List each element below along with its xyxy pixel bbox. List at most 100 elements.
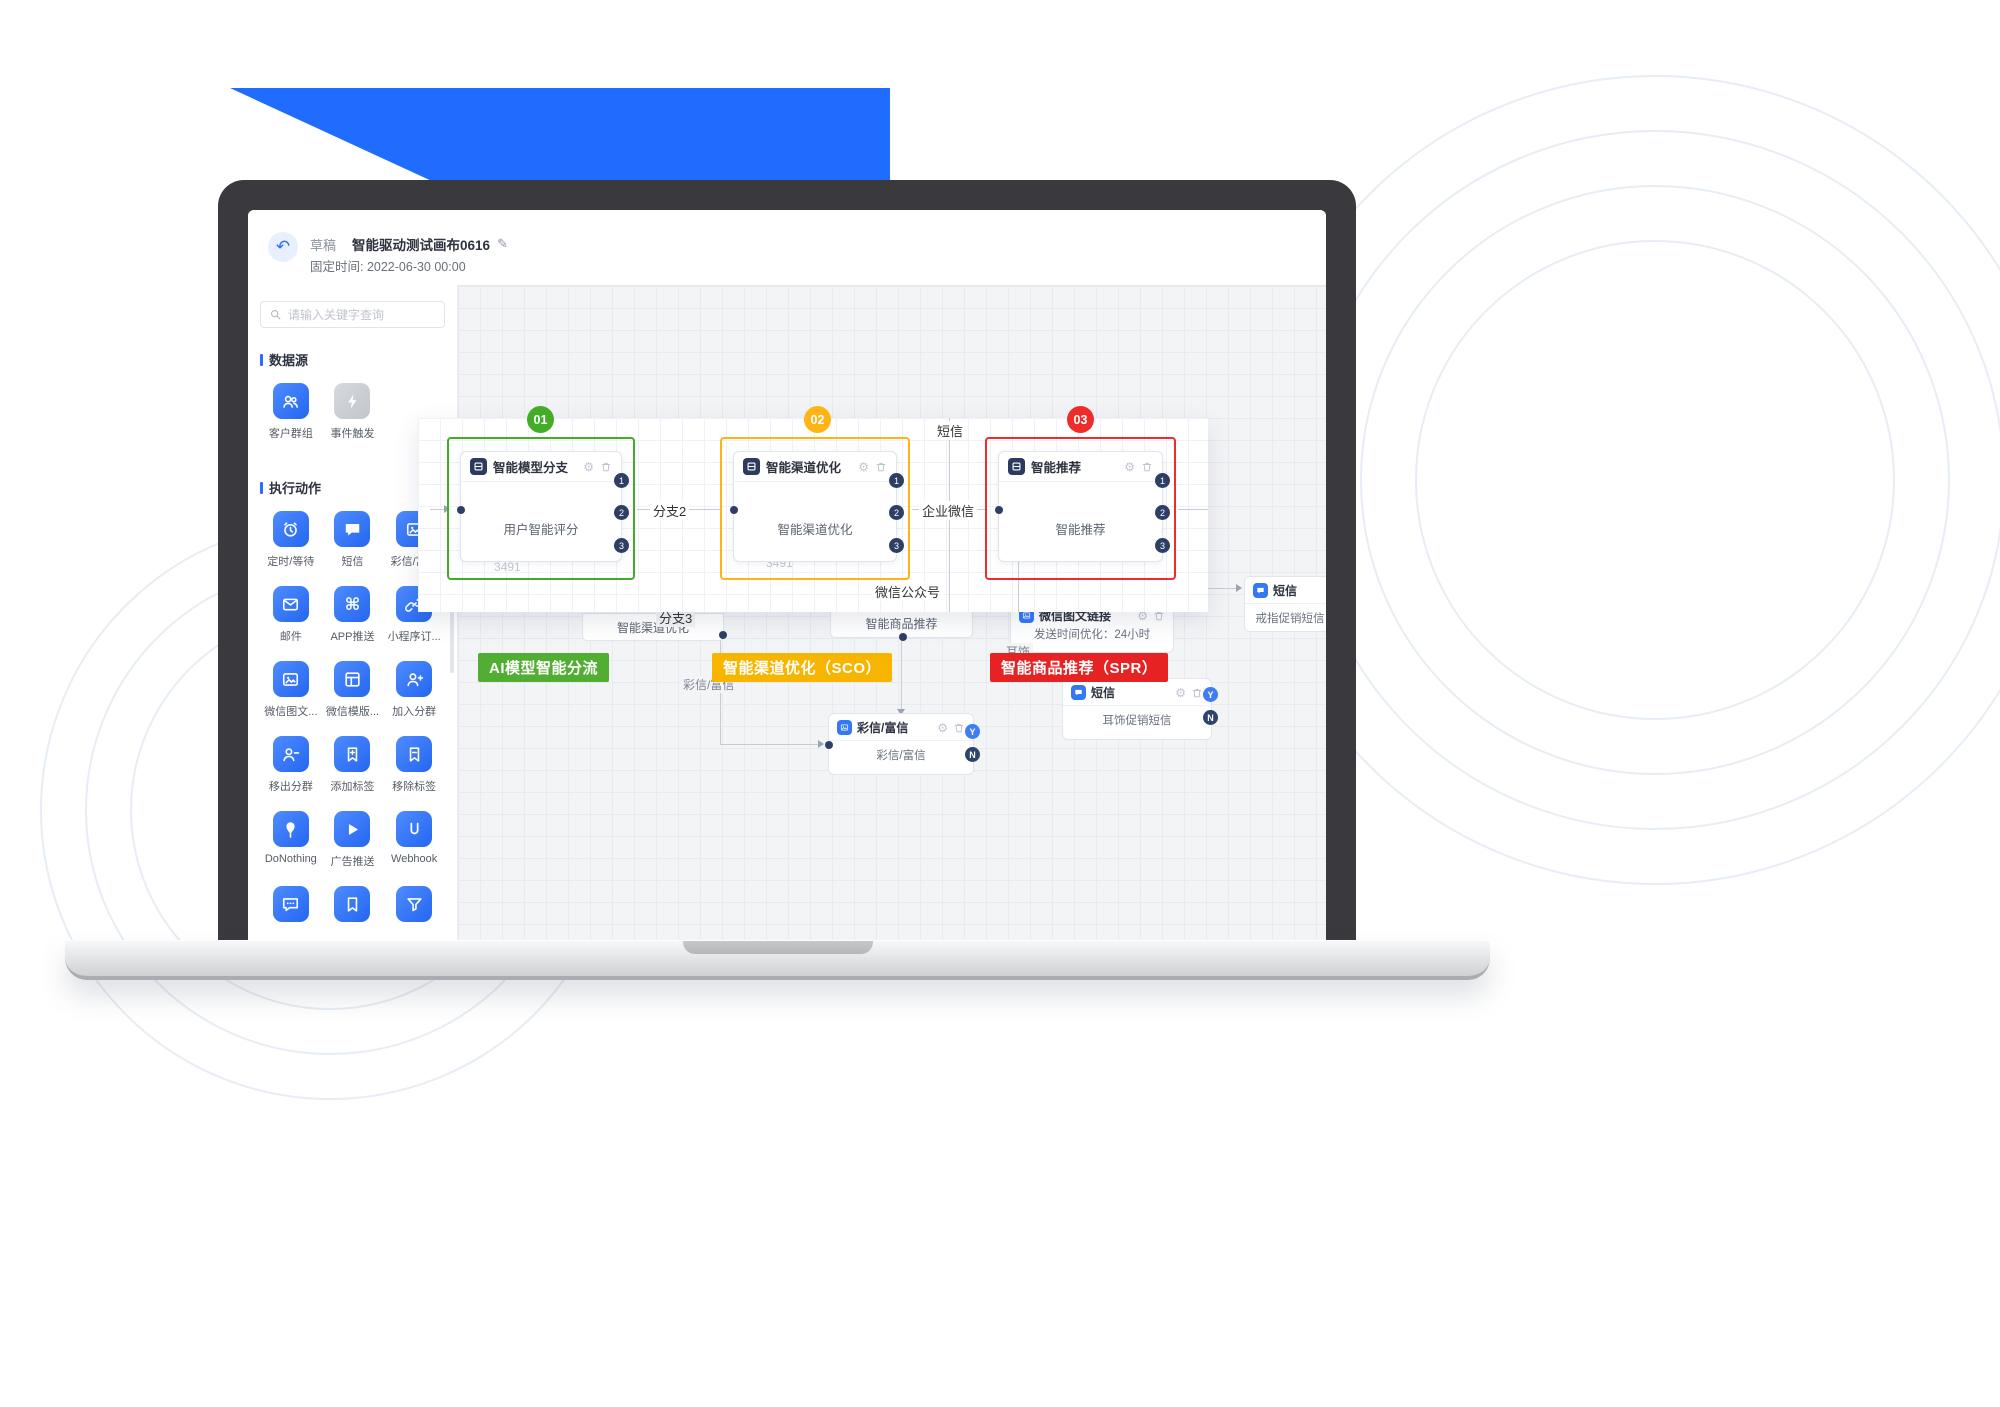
port-dot[interactable] (825, 741, 833, 749)
output-port-3[interactable]: 3 (1155, 538, 1170, 553)
trash-icon[interactable] (953, 722, 965, 734)
canvas-title: 智能驱动测试画布0616 (352, 238, 491, 253)
arrowhead (897, 709, 905, 719)
action-webhook[interactable]: Webhook (385, 811, 443, 866)
wire-label-sms: 短信 (934, 421, 967, 440)
output-port-1[interactable]: 1 (614, 473, 629, 488)
highlight-frame-spr: 智能推荐 ⚙ 智能推荐 1 2 3 (985, 437, 1176, 580)
output-port-3[interactable]: 3 (614, 538, 629, 553)
port-yes[interactable]: Y (965, 724, 980, 739)
draft-status-label: 草稿 (310, 237, 337, 253)
faded-stat: 3491 (494, 560, 521, 574)
gear-icon[interactable]: ⚙ (1137, 608, 1148, 623)
output-port-2[interactable]: 2 (614, 505, 629, 520)
node-spr[interactable]: 智能推荐 ⚙ 智能推荐 1 2 3 (995, 451, 1170, 562)
output-port-3[interactable]: 3 (889, 538, 904, 553)
search-icon (269, 308, 282, 321)
trash-icon[interactable] (600, 461, 612, 473)
node-sco[interactable]: 智能渠道优化 ⚙ 智能渠道优化 1 2 3 (730, 451, 904, 562)
port-no[interactable]: N (1203, 710, 1218, 725)
app-push-icon: ⌘ (334, 586, 371, 622)
source-customer-group[interactable]: 客户群组 (262, 383, 320, 438)
pin-icon (272, 811, 309, 847)
back-icon: ↶ (275, 237, 291, 256)
output-port-1[interactable]: 1 (1155, 473, 1170, 488)
arrowhead (818, 740, 828, 748)
laptop-base (65, 940, 1490, 980)
gear-icon[interactable]: ⚙ (1175, 685, 1186, 700)
wechat-article-icon (272, 661, 309, 697)
action-wechat-article[interactable]: 微信图文... (262, 661, 320, 716)
timer-icon (272, 511, 309, 547)
node-sms-ear[interactable]: 短信 ⚙ 耳饰促销短信 Y N (1062, 678, 1218, 740)
arrowhead (1236, 584, 1246, 592)
data-source-grid: 客户群组 事件触发 (260, 383, 445, 438)
sms-icon (1071, 685, 1086, 700)
join-group-icon (396, 661, 433, 697)
ad-push-icon (334, 811, 371, 847)
action-wechat-template[interactable]: 微信模版... (323, 661, 381, 716)
output-port-1[interactable]: 1 (889, 473, 904, 488)
flow-canvas[interactable]: 智能渠道优化 分支3 智能商品推荐 微信图文链接 ⚙ (458, 285, 1326, 940)
mail-icon (272, 586, 309, 622)
users-icon (272, 383, 309, 419)
back-button[interactable]: ↶ (268, 232, 298, 262)
gear-icon[interactable]: ⚙ (937, 720, 948, 735)
action-ad-push[interactable]: 广告推送 (323, 811, 381, 866)
action-mail[interactable]: 邮件 (262, 586, 320, 641)
node-mms[interactable]: 彩信/富信 ⚙ 彩信/富信 Y N (825, 713, 980, 775)
mms-icon (837, 720, 852, 735)
app-header: ↶ 草稿 智能驱动测试画布0616 ✎ 固定时间: 2022-06-30 00:… (248, 210, 1326, 285)
action-add-tag[interactable]: 添加标签 (323, 736, 381, 791)
fixed-time-label: 固定时间: 2022-06-30 00:00 (310, 260, 466, 274)
event-trigger-icon (334, 383, 371, 419)
output-port-2[interactable]: 2 (889, 505, 904, 520)
connector-line (1206, 588, 1238, 589)
action-filter[interactable] (385, 886, 443, 940)
sidebar-scrollbar[interactable] (450, 553, 454, 673)
node-spr-partial[interactable]: 智能商品推荐 (830, 608, 973, 641)
caption-sco: 智能渠道优化（SCO） (712, 653, 893, 682)
gear-icon[interactable]: ⚙ (583, 459, 594, 474)
action-do-nothing[interactable]: DoNothing (262, 811, 320, 866)
input-port[interactable] (457, 506, 465, 514)
action-remove-group[interactable]: 移出分群 (262, 736, 320, 791)
action-chat[interactable] (262, 886, 320, 940)
gear-icon[interactable]: ⚙ (1124, 459, 1135, 474)
step-badge-3: 03 (1067, 406, 1094, 433)
trash-icon[interactable] (875, 461, 887, 473)
action-sms[interactable]: 短信 (323, 511, 381, 566)
section-title-data-source: 数据源 (260, 350, 445, 369)
search-input[interactable] (288, 307, 436, 322)
add-tag-icon (334, 736, 371, 772)
action-timer[interactable]: 定时/等待 (262, 511, 320, 566)
wire-label-branch3: 分支3 (656, 608, 696, 627)
action-remove-tag[interactable]: 移除标签 (385, 736, 443, 791)
input-port[interactable] (995, 506, 1003, 514)
trash-icon[interactable] (1141, 461, 1153, 473)
remove-tag-icon (396, 736, 433, 772)
node-model-branch[interactable]: 智能模型分支 ⚙ 用户智能评分 1 2 3 (457, 451, 629, 562)
action-join-group[interactable]: 加入分群 (385, 661, 443, 716)
trash-icon[interactable] (1191, 687, 1203, 699)
input-port[interactable] (730, 506, 738, 514)
edit-title-icon[interactable]: ✎ (497, 236, 508, 251)
node-sco-partial[interactable]: 智能渠道优化 (582, 613, 727, 641)
action-bookmark[interactable] (323, 886, 381, 940)
gear-icon[interactable]: ⚙ (858, 459, 869, 474)
source-event-trigger[interactable]: 事件触发 (323, 383, 381, 438)
connector-line (1178, 509, 1208, 510)
port-no[interactable]: N (965, 747, 980, 762)
action-app-push[interactable]: ⌘APP推送 (323, 586, 381, 641)
node-sms-ring[interactable]: 短信 戒指促销短信 (1244, 576, 1326, 632)
port-dot[interactable] (899, 633, 907, 641)
chat-dots-icon (272, 886, 309, 922)
connector-line (430, 509, 446, 510)
search-box[interactable] (260, 301, 445, 328)
output-port-2[interactable]: 2 (1155, 505, 1170, 520)
zoom-highlight-panel: 01 02 03 短信 分支2 企业微信 微信公众号 3491 3491 (418, 406, 1208, 612)
port-yes[interactable]: Y (1203, 687, 1218, 702)
port-dot[interactable] (719, 631, 727, 639)
actions-grid: 定时/等待 短信 彩信/富信 邮件 ⌘APP推送 小程序订... 微信图文...… (260, 511, 445, 940)
step-badge-2: 02 (804, 406, 831, 433)
